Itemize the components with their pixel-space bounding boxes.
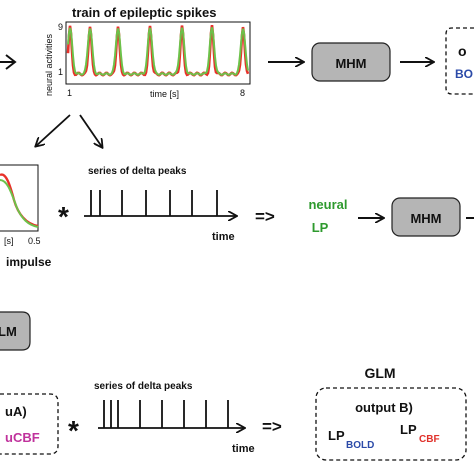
spike-green-trace xyxy=(67,27,249,76)
lp-bold-sub: BOLD xyxy=(346,440,374,451)
lp-cbf-main: LP xyxy=(400,422,417,437)
spike-x-axis-label: time [s] xyxy=(150,89,179,99)
impulse-plot-frame xyxy=(0,164,39,232)
impulse-x-label: [s] xyxy=(4,236,14,246)
spike-y-tick-top: 9 xyxy=(58,22,63,32)
spike-x-tick-right: 8 xyxy=(240,88,245,98)
output-box-top-partial xyxy=(445,27,474,95)
mhm-box-top xyxy=(311,42,391,82)
lp-cbf-sub: CBF xyxy=(419,434,440,445)
output-box-bottom-title: output B) xyxy=(355,400,413,415)
spike-y-tick-bottom: 1 xyxy=(58,67,63,77)
convolution-symbol-bottom: * xyxy=(68,415,79,446)
impulse-tick-right: 0.5 xyxy=(28,236,41,246)
time-label-bottom: time xyxy=(232,443,255,455)
implies-symbol-middle: => xyxy=(255,207,275,226)
partial-box-bottom-line2: uCBF xyxy=(5,430,40,445)
implies-symbol-bottom: => xyxy=(262,417,282,436)
output-partial-line2: BO xyxy=(455,67,473,81)
mhm-label-middle: MHM xyxy=(410,211,441,226)
spike-x-tick-left: 1 xyxy=(67,88,72,98)
partial-box-bottom-line1: uA) xyxy=(5,404,27,419)
output-box-bottom xyxy=(315,387,467,461)
mhm-label-top: MHM xyxy=(335,56,366,71)
neural-lp-line2: LP xyxy=(312,220,329,235)
output-partial-line1: o xyxy=(458,43,467,59)
partial-box-left xyxy=(0,311,31,351)
delta-peaks-title-middle: series of delta peaks xyxy=(88,166,187,177)
glm-title: GLM xyxy=(364,365,395,381)
top-left-arrowhead xyxy=(5,54,17,70)
delta-peaks-bottom xyxy=(103,400,229,428)
time-label-middle: time xyxy=(212,231,235,243)
impulse-green-trace xyxy=(0,179,39,228)
spike-plot-title: train of epileptic spikes xyxy=(72,5,217,20)
delta-peaks-title-bottom: series of delta peaks xyxy=(94,381,193,392)
branch-arrow-left xyxy=(36,114,71,146)
convolution-symbol-middle: * xyxy=(58,201,69,232)
neural-lp-line1: neural xyxy=(308,197,347,212)
partial-box-bottom-left xyxy=(0,393,59,455)
impulse-label: impulse xyxy=(6,255,52,269)
delta-peaks-middle xyxy=(90,190,218,216)
branch-arrow-right xyxy=(79,114,102,147)
spike-plot-frame xyxy=(65,21,251,85)
mhm-box-middle xyxy=(391,197,461,237)
lp-bold-main: LP xyxy=(328,428,345,443)
spike-y-axis-label: neural activities xyxy=(44,33,54,96)
partial-box-left-label: LM xyxy=(0,324,17,339)
